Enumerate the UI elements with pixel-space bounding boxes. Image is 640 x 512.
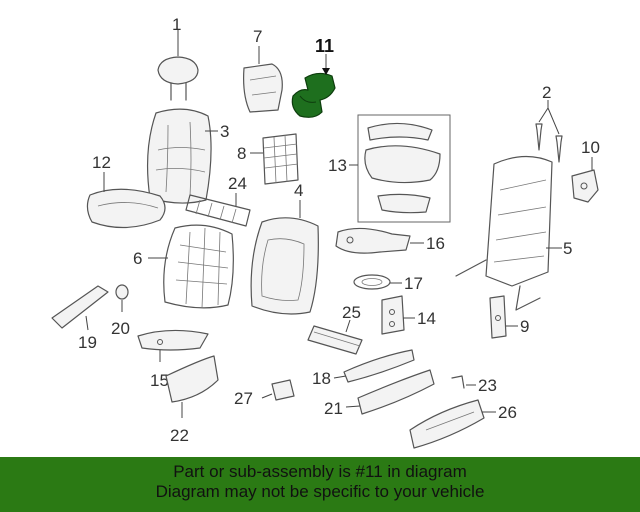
callout-12: 12 [92,153,111,172]
part-22-side-shield[interactable] [165,355,219,403]
part-2-bolts[interactable] [535,123,563,163]
part-20-bushing[interactable] [115,284,129,300]
callout-18: 18 [312,369,331,388]
part-18-rail[interactable] [343,349,415,383]
callout-8: 8 [237,144,246,163]
callout-14: 14 [417,309,436,328]
callout-19: 19 [78,333,97,352]
part-4-seat-back-panel[interactable] [250,217,319,315]
part-10-small-bracket[interactable] [571,169,599,203]
callout-20: 20 [111,319,130,338]
callout-3: 3 [220,122,229,141]
part-14-bracket[interactable] [381,295,405,335]
part-25-strip[interactable] [307,325,363,355]
part-24-bracket[interactable] [185,194,251,227]
part-12-seat-cushion[interactable] [86,188,166,229]
part-8-grid-panel[interactable] [262,133,299,185]
part-16-link-arm[interactable] [335,227,411,254]
part-27-switch[interactable] [271,379,295,401]
banner-line-2: Diagram may not be specific to your vehi… [155,482,485,501]
part-11-highlighted[interactable] [291,72,336,118]
callout-2: 2 [542,83,551,102]
callout-16: 16 [426,234,445,253]
callout-6: 6 [133,249,142,268]
part-23-clip[interactable] [451,375,465,389]
part-26-side-panel[interactable] [409,399,485,449]
callout-10: 10 [581,138,600,157]
banner-line-1: Part or sub-assembly is #11 in diagram [173,462,467,481]
callout-11: 11 [315,36,334,56]
callout-17: 17 [404,274,423,293]
part-17-ring[interactable] [353,274,391,290]
part-5-frame[interactable] [455,155,553,311]
callout-5: 5 [563,239,572,258]
callout-15: 15 [150,371,169,390]
callout-22: 22 [170,426,189,445]
callout-27: 27 [234,389,253,408]
callout-7: 7 [253,27,262,46]
callout-26: 26 [498,403,517,422]
callout-21: 21 [324,399,343,418]
callout-9: 9 [520,317,529,336]
callout-4: 4 [294,181,303,200]
part-9-latch[interactable] [489,295,507,339]
info-banner: Part or sub-assembly is #11 in diagram D… [0,457,640,512]
callout-1: 1 [172,15,181,34]
part-7-module[interactable] [243,63,283,113]
callout-24: 24 [228,174,247,193]
seat-parts-diagram: 1 3 7 11 8 13 12 [51,15,600,449]
callout-13: 13 [328,156,347,175]
part-6-seat-back-frame[interactable] [163,224,234,309]
callout-25: 25 [342,303,361,322]
callout-23: 23 [478,376,497,395]
part-13-cushion-set[interactable] [357,114,451,223]
part-3-seat-back-cover[interactable] [146,108,212,204]
part-19-trim[interactable] [51,285,109,329]
part-1-headrest[interactable] [157,56,199,101]
part-15-lever[interactable] [137,329,209,351]
part-21-side-trim[interactable] [357,369,435,415]
